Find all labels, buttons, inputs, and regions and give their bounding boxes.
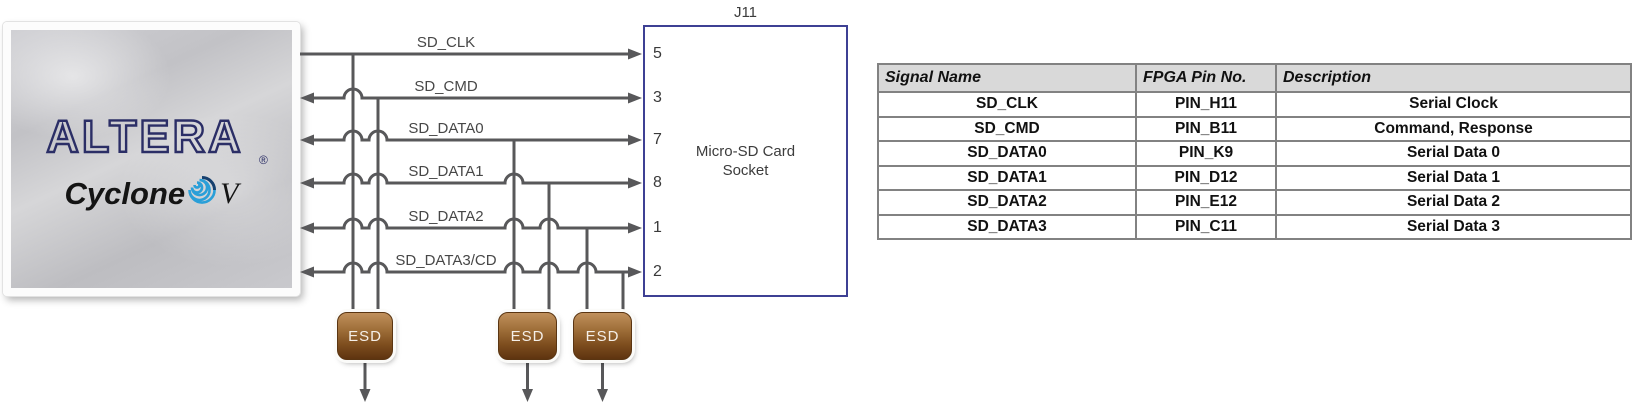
- table-cell: Command, Response: [1275, 115, 1632, 142]
- table-cell: PIN_H11: [1135, 91, 1277, 118]
- socket-pin-number: 5: [653, 45, 662, 62]
- registered-trademark: ®: [259, 153, 268, 167]
- cyclone-v-suffix: V: [220, 177, 239, 210]
- socket-pin-number: 8: [653, 174, 662, 191]
- signal-label: SD_DATA3/CD: [395, 252, 496, 269]
- signal-label: SD_CLK: [417, 34, 475, 51]
- connector-designator: J11: [733, 4, 758, 21]
- signal-label: SD_DATA0: [408, 120, 483, 137]
- cyclone-v-logo: Cyclone V: [65, 176, 239, 212]
- signal-label: SD_DATA2: [408, 208, 483, 225]
- table-cell: Serial Data 3: [1275, 213, 1632, 240]
- arrowhead-to-socket: [628, 134, 642, 146]
- arrowhead-to-socket: [628, 222, 642, 234]
- micro-sd-socket-box: [643, 25, 848, 297]
- esd-block-2: ESD: [498, 312, 557, 360]
- signal-label: SD_DATA1: [408, 163, 483, 180]
- signal-label: SD_CMD: [414, 78, 478, 95]
- table-cell: SD_CLK: [877, 91, 1137, 118]
- signal-wire-sd-data2: [312, 217, 630, 230]
- esd-block-1: ESD: [337, 312, 393, 360]
- signal-wire-sd-cmd: [312, 87, 630, 100]
- table-cell: SD_DATA3: [877, 213, 1137, 240]
- cyclone-wordmark: Cyclone: [64, 176, 186, 211]
- socket-title: Micro-SD Card Socket: [643, 142, 848, 180]
- table-cell: PIN_D12: [1135, 164, 1277, 191]
- column-header: Description: [1275, 63, 1632, 93]
- table-cell: Serial Clock: [1275, 91, 1632, 118]
- table-cell: SD_CMD: [877, 115, 1137, 142]
- table-cell: PIN_E12: [1135, 189, 1277, 216]
- signal-wire-sd-data0: [312, 129, 630, 142]
- esd-label: ESD: [585, 327, 620, 345]
- socket-pin-number: 7: [653, 131, 662, 148]
- arrowhead-to-fpga: [300, 266, 314, 278]
- column-header: FPGA Pin No.: [1135, 63, 1277, 93]
- socket-pin-number: 1: [653, 219, 662, 236]
- arrowhead-ground: [522, 389, 533, 402]
- socket-pin-number: 3: [653, 89, 662, 106]
- esd-label: ESD: [510, 327, 545, 345]
- table-cell: Serial Data 2: [1275, 189, 1632, 216]
- arrowhead-to-socket: [628, 266, 642, 278]
- table-cell: Serial Data 0: [1275, 140, 1632, 167]
- table-cell: PIN_C11: [1135, 213, 1277, 240]
- arrowhead-ground: [359, 389, 371, 402]
- arrowhead-to-fpga: [300, 222, 314, 234]
- signal-wire-sd-data3-cd: [312, 261, 630, 274]
- table-cell: Serial Data 1: [1275, 164, 1632, 191]
- table-cell: SD_DATA0: [877, 140, 1137, 167]
- arrowhead-to-socket: [628, 48, 642, 60]
- altera-logo-text: ALTERA: [46, 111, 243, 162]
- column-header: Signal Name: [877, 63, 1137, 93]
- socket-pin-number: 2: [653, 263, 662, 280]
- cyclone-swirl-icon: [188, 176, 217, 204]
- table-cell: SD_DATA1: [877, 164, 1137, 191]
- arrowhead-to-fpga: [300, 134, 314, 146]
- table-cell: PIN_B11: [1135, 115, 1277, 142]
- signal-wire-sd-data1: [312, 172, 630, 185]
- arrowhead-to-socket: [628, 92, 642, 104]
- esd-label: ESD: [348, 327, 382, 345]
- arrowhead-to-fpga: [300, 92, 314, 104]
- arrowhead-to-fpga: [300, 177, 314, 189]
- table-cell: PIN_K9: [1135, 140, 1277, 167]
- arrowhead-to-socket: [628, 177, 642, 189]
- altera-logo: ALTERA ®: [45, 110, 268, 167]
- table-cell: SD_DATA2: [877, 189, 1137, 216]
- socket-title-line1: Micro-SD Card: [695, 143, 796, 160]
- arrowhead-ground: [597, 389, 608, 402]
- esd-block-3: ESD: [573, 312, 632, 360]
- fpga-chip-image: ALTERA ® Cyclone V: [3, 22, 300, 296]
- socket-title-line2: Socket: [722, 162, 769, 179]
